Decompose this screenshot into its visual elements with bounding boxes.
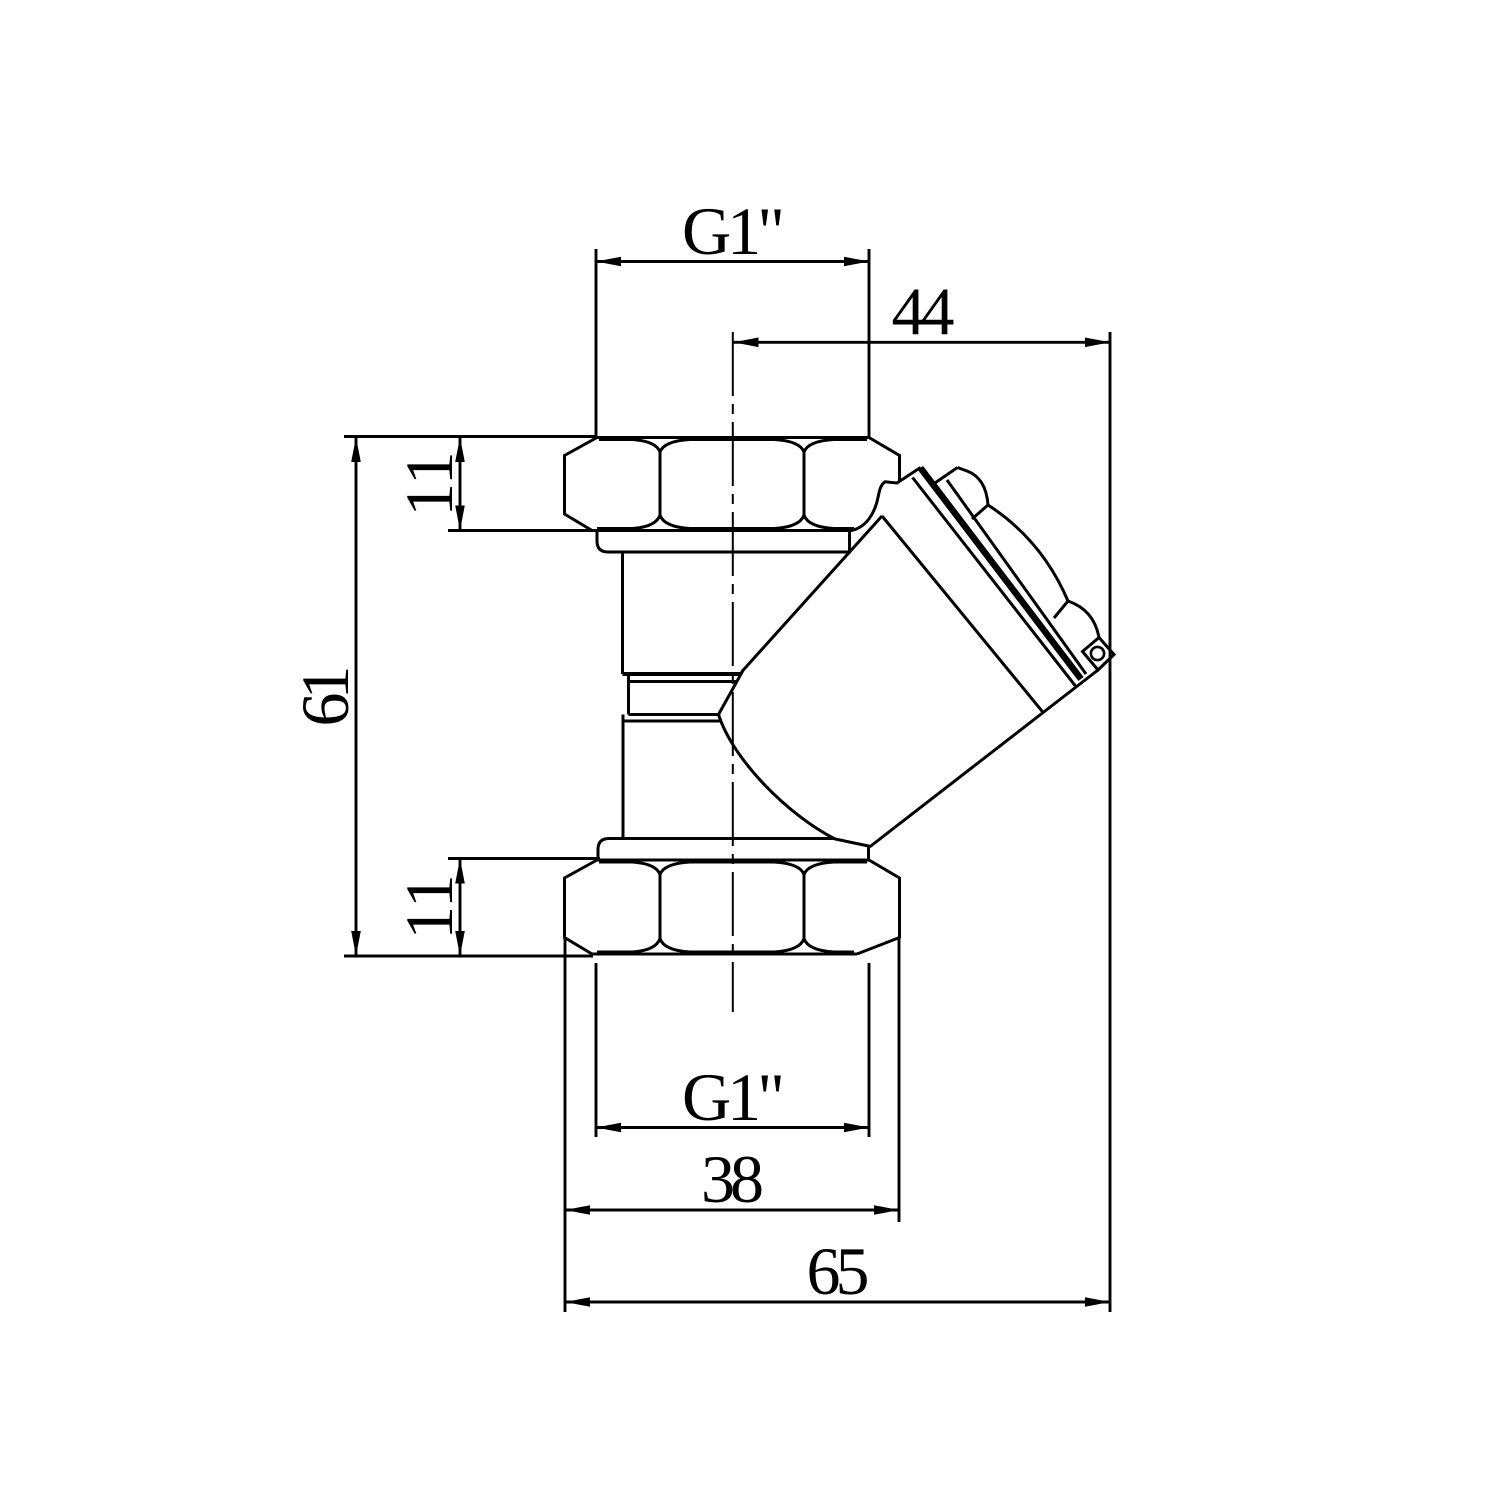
svg-text:44: 44 xyxy=(892,274,955,350)
svg-text:65: 65 xyxy=(807,1233,870,1309)
svg-text:61: 61 xyxy=(287,666,363,727)
svg-text:11: 11 xyxy=(391,874,467,939)
svg-text:11: 11 xyxy=(391,451,467,516)
svg-text:G1": G1" xyxy=(682,1059,785,1135)
svg-text:G1": G1" xyxy=(682,193,785,269)
svg-text:38: 38 xyxy=(701,1141,764,1217)
